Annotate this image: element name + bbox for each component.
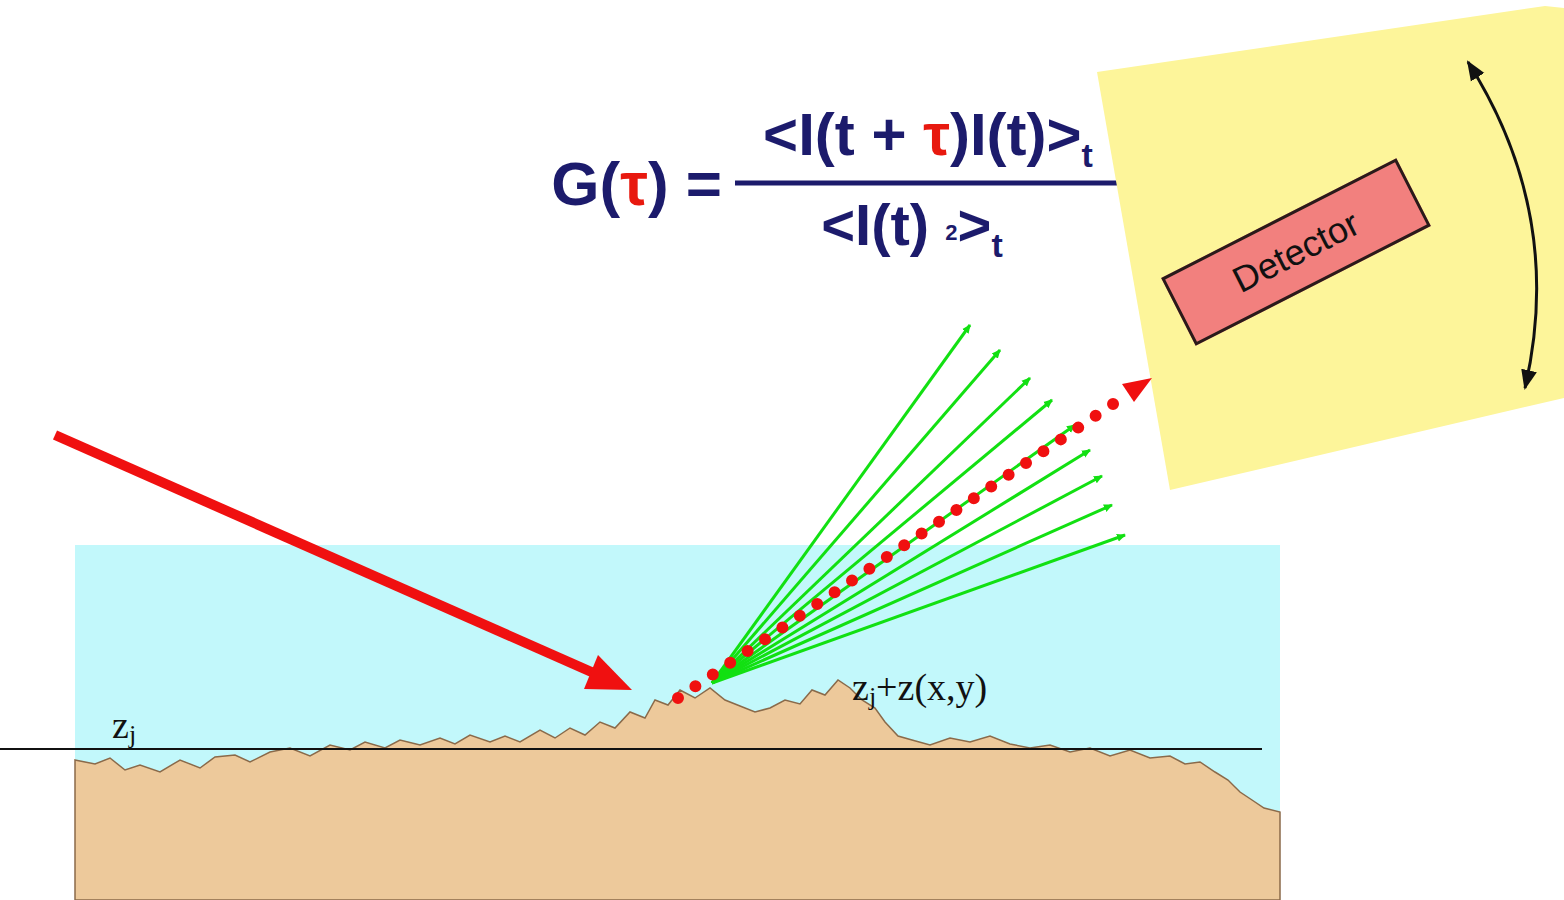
detected-ray-head: [1122, 378, 1152, 402]
subscript: j: [869, 682, 876, 711]
level-label: zj: [112, 706, 136, 748]
formula-numerator: <I(t + τ)I(t)>t: [763, 105, 1093, 172]
detected-ray: [678, 394, 1128, 698]
subscript: t: [991, 226, 1002, 264]
incident-beam-head: [584, 655, 632, 690]
formula-variable: τ: [620, 149, 648, 218]
level-label: z: [112, 704, 129, 746]
formula-text: <I(t +: [763, 101, 923, 168]
formula-denominator: <I(t) 2>t: [821, 196, 1003, 262]
formula-lhs: G(τ) =: [551, 153, 722, 215]
formula-text: <I(t): [821, 192, 945, 257]
incident-beam: [55, 435, 596, 674]
formula-text: G(: [551, 149, 620, 218]
mean-level-line: [0, 748, 1262, 750]
superscript: 2: [945, 220, 957, 245]
formula-text: >: [958, 192, 992, 257]
fraction-bar: [735, 181, 1125, 186]
surface-label: +z(x,y): [876, 666, 987, 708]
detector-panel: [1097, 6, 1564, 490]
surface-label: z: [852, 666, 869, 708]
rotation-arrow: [1468, 62, 1537, 388]
scattered-rays: [712, 325, 1125, 683]
surface-label: zj+z(x,y): [852, 668, 987, 710]
subscript: j: [129, 720, 136, 749]
subscript: t: [1082, 136, 1093, 174]
medium: [75, 545, 1280, 900]
rough-surface: [75, 680, 1280, 900]
formula-variable: τ: [923, 101, 950, 168]
formula-text: ) =: [648, 149, 722, 218]
formula-text: )I(t)>: [950, 101, 1082, 168]
